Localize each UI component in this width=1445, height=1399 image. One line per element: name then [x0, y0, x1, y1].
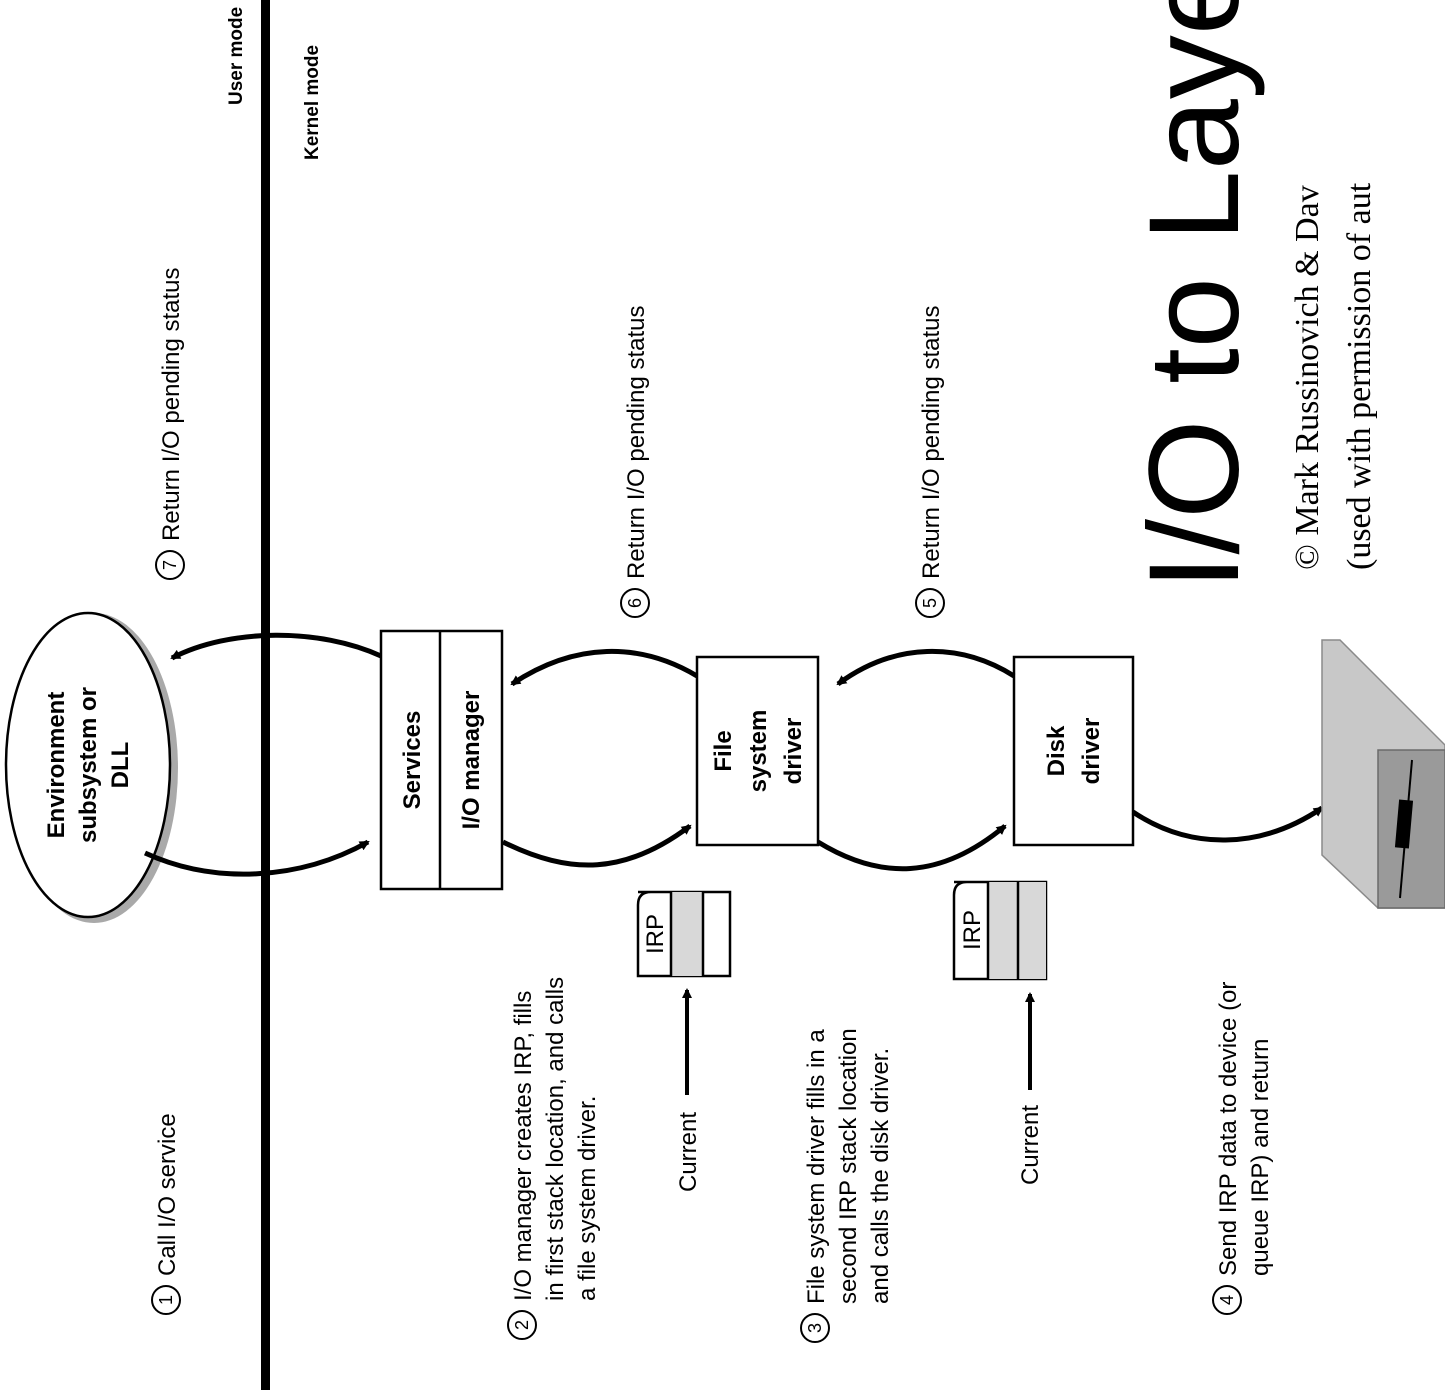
arrow-return-disk-to-fs — [838, 651, 1014, 684]
irp-2-stack-location-1 — [988, 882, 1018, 979]
step-3-text-line-2: second IRP stack location — [835, 1028, 862, 1304]
step-5-text: Return I/O pending status — [918, 306, 945, 580]
irp-stack-1: IRP — [638, 892, 730, 976]
irp-1-stack-location-1 — [671, 892, 703, 976]
step-4-text-line-2: queue IRP) and return — [1247, 1039, 1274, 1276]
step-3-number: 3 — [805, 1323, 825, 1333]
step-5-number: 5 — [920, 598, 940, 608]
step-3: 3 File system driver fills in a second I… — [801, 1028, 894, 1342]
step-3-text-line-3: and calls the disk driver. — [867, 1048, 894, 1304]
slide-title: I/O to Layer — [1123, 0, 1266, 590]
step-4: 4 Send IRP data to device (or queue IRP)… — [1213, 982, 1274, 1314]
step-2-text-line-2: in first stack location, and calls — [542, 977, 569, 1301]
kernel-mode-label: Kernel mode — [302, 45, 323, 160]
step-7-number: 7 — [160, 560, 180, 570]
step-2-text-line-1: I/O manager creates IRP, fills — [510, 991, 537, 1301]
irp-1-label: IRP — [642, 914, 669, 954]
disk-driver-box — [1014, 657, 1133, 845]
step-4-text-line-1: Send IRP data to device (or — [1215, 982, 1242, 1276]
arrow-return-fs-to-io-manager — [512, 651, 697, 684]
irp-stack-2: IRP — [954, 882, 1046, 979]
step-7-text: Return I/O pending status — [158, 268, 185, 542]
io-manager-label: I/O manager — [458, 691, 485, 830]
fs-driver-label-line-2: system — [745, 710, 772, 793]
credit-line-2: (used with permission of aut — [1341, 182, 1378, 570]
step-2-number: 2 — [512, 1320, 532, 1330]
step-2: 2 I/O manager creates IRP, fills in firs… — [508, 977, 601, 1339]
step-5: 5 Return I/O pending status — [916, 306, 945, 618]
arrow-disk-driver-to-device — [1133, 808, 1322, 840]
current-label-2: Current — [1017, 1105, 1044, 1185]
arrow-io-manager-to-fs-driver — [503, 826, 690, 865]
arrow-env-to-services — [145, 842, 368, 874]
step-6: 6 Return I/O pending status — [621, 306, 650, 618]
fs-driver-label-line-1: File — [710, 730, 737, 771]
step-6-number: 6 — [625, 598, 645, 608]
step-1-number: 1 — [156, 1295, 176, 1305]
credit-line-1: © Mark Russinovich & Dav — [1289, 185, 1326, 570]
mode-boundary-line — [261, 0, 270, 1390]
arrow-return-services-to-env — [172, 635, 381, 658]
step-3-text-line-1: File system driver fills in a — [803, 1029, 830, 1304]
user-mode-label: User mode — [226, 7, 247, 105]
disk-device-icon — [1322, 640, 1445, 908]
env-label-line-2: subsystem or — [75, 687, 102, 843]
arrow-fs-driver-to-disk-driver — [818, 826, 1005, 869]
step-1-text: Call I/O service — [154, 1113, 181, 1276]
step-2-text-line-3: a file system driver. — [574, 1096, 601, 1301]
env-label-line-3: DLL — [107, 742, 134, 789]
step-7: 7 Return I/O pending status — [156, 268, 185, 580]
disk-driver-label-line-2: driver — [1078, 718, 1105, 785]
irp-2-stack-location-2 — [1018, 882, 1046, 979]
current-label-1: Current — [675, 1112, 702, 1192]
disk-driver-label-line-1: Disk — [1043, 725, 1070, 776]
step-6-text: Return I/O pending status — [623, 306, 650, 580]
env-label-line-1: Environment — [43, 692, 70, 839]
irp-2-label: IRP — [959, 910, 986, 950]
step-4-number: 4 — [1217, 1295, 1237, 1305]
services-label: Services — [399, 711, 426, 810]
step-1: 1 Call I/O service — [152, 1113, 181, 1314]
fs-driver-label-line-3: driver — [780, 718, 807, 785]
